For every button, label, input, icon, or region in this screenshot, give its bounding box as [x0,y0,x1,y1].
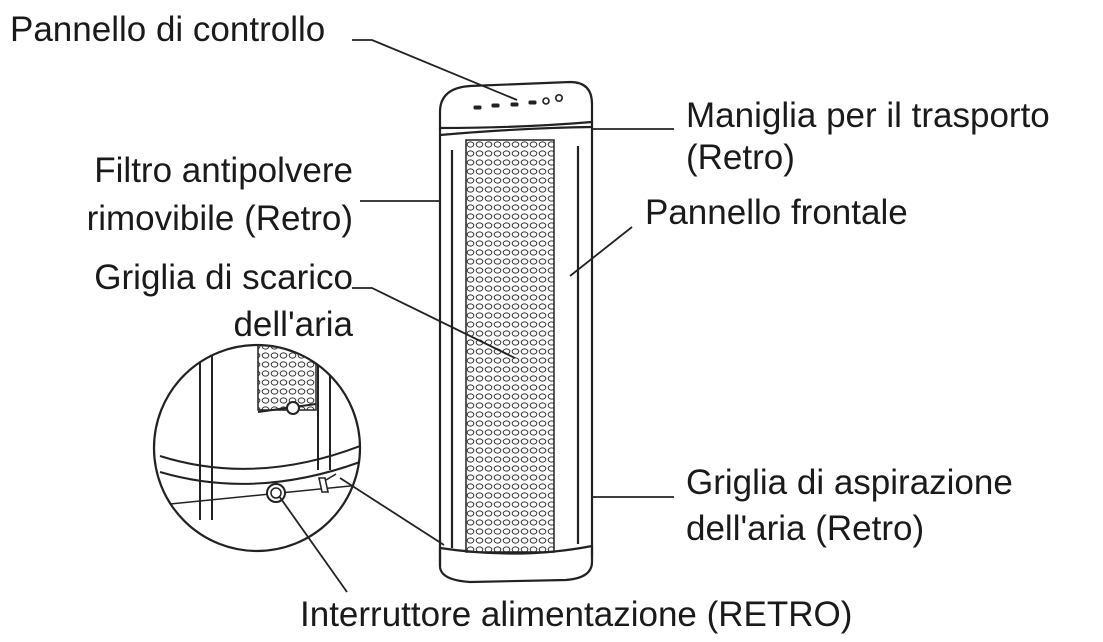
leader-lines [278,39,674,593]
leader-power-switch [278,495,348,593]
label-front-panel: Pannello frontale [645,193,908,232]
label-carry-handle-line1: Maniglia per il trasporto [686,96,1050,135]
leader-control-panel [352,39,518,101]
label-control-panel: Pannello di controllo [10,10,326,49]
leader-front-panel [569,226,633,277]
leader-outlet-grille [352,287,516,359]
detail-zoom-circle [152,343,362,553]
label-carry-handle-line2: (Retro) [686,138,795,177]
control-panel-buttons [473,94,563,110]
label-intake-grille-line2: dell'aria (Retro) [686,509,925,548]
label-outlet-grille-line2: dell'aria [233,305,353,344]
leader-zoom-to-tower [339,477,445,546]
label-dust-filter-line2: rimovibile (Retro) [86,199,353,238]
front-grille [465,139,555,553]
label-power-switch: Interruttore alimentazione (RETRO) [300,595,853,634]
label-intake-grille-line1: Griglia di aspirazione [686,463,1013,502]
label-dust-filter-line1: Filtro antipolvere [94,151,353,190]
label-outlet-grille-line1: Griglia di scarico [94,258,353,297]
